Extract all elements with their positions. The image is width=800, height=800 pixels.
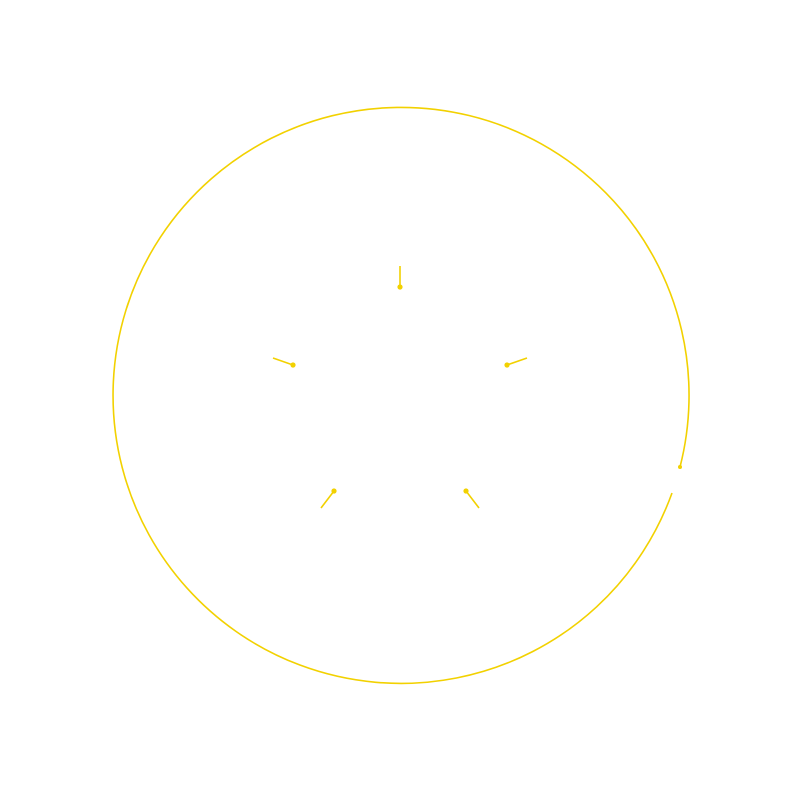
spoke-tick: [320, 490, 335, 509]
spoke-tick: [272, 357, 294, 366]
ring-gap-dot: [678, 465, 682, 469]
spoke-bottom-right: [463, 488, 480, 509]
spoke-dot: [331, 488, 337, 494]
spoke-dot: [397, 284, 403, 290]
spoke-bottom-left: [320, 488, 337, 509]
spoke-right: [504, 357, 528, 368]
spoke-top: [397, 266, 403, 290]
spoke-tick: [465, 490, 480, 509]
outer-ring-arc: [112, 106, 690, 685]
spoke-tick: [506, 357, 528, 366]
spoke-dot: [463, 488, 469, 494]
spoke-dot: [504, 362, 510, 368]
spoke-dot: [290, 362, 296, 368]
spoke-left: [272, 357, 296, 368]
